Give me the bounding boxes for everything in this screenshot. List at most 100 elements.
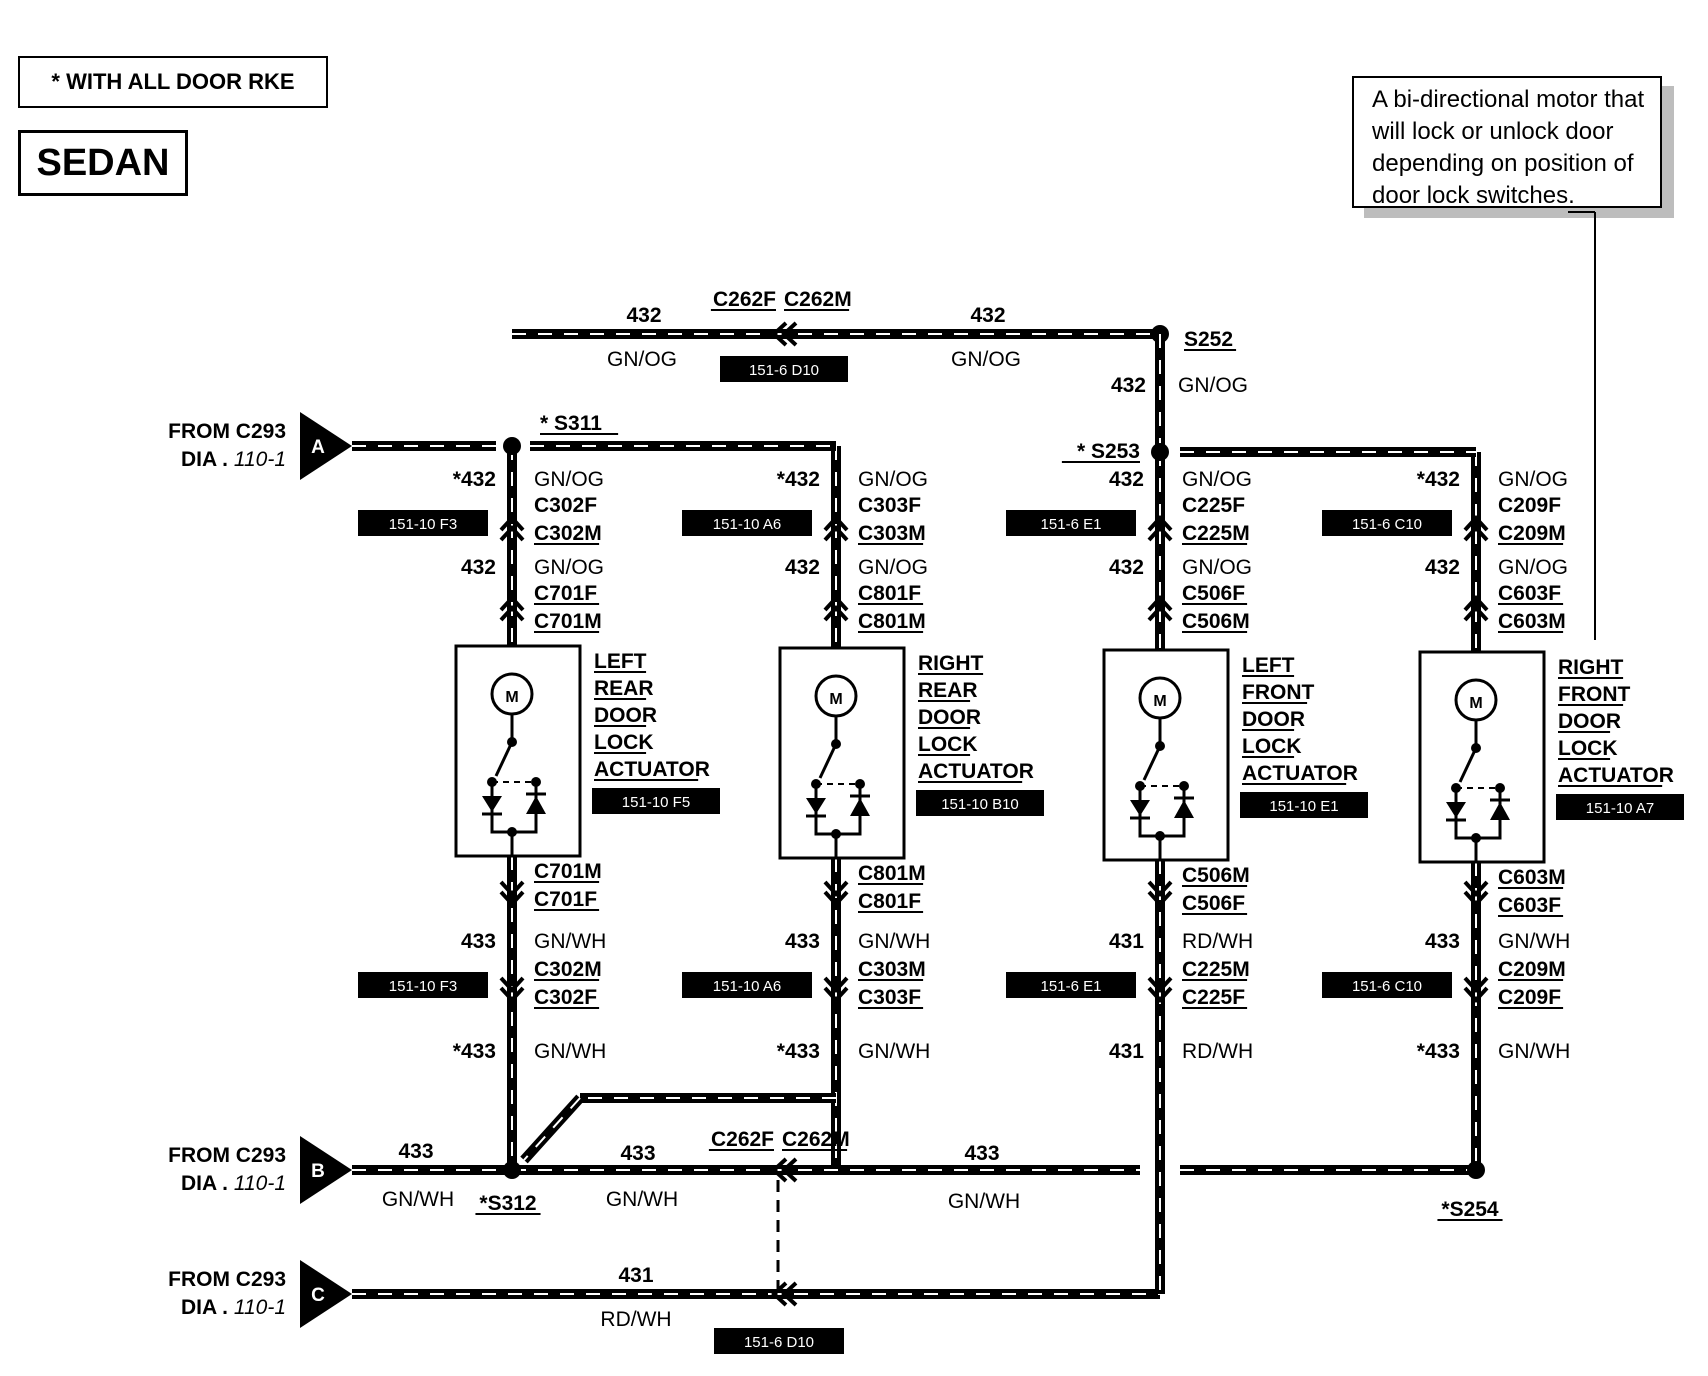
note-line-4: door lock switches. bbox=[1372, 182, 1575, 209]
actuator-4-switch-contact-right bbox=[1495, 783, 1505, 793]
actuator-2-bot-ref bbox=[682, 972, 812, 998]
actuator-3-name-4: LOCK bbox=[1242, 735, 1302, 758]
actuator-1-top-circuit: *432 bbox=[453, 468, 496, 491]
actuator-1-name-5: ACTUATOR bbox=[594, 758, 710, 781]
input-dia-a: DIA . 110-1 bbox=[181, 448, 286, 471]
actuator-3-top-color: GN/OG bbox=[1182, 468, 1252, 491]
actuator-3-top-circuit: 432 bbox=[1109, 468, 1144, 491]
c-bus-connector-b bbox=[781, 1281, 798, 1307]
actuator-1-ref-text: 151-10 F5 bbox=[622, 794, 690, 811]
actuator-3-act-conn-f: C506F bbox=[1182, 582, 1245, 605]
actuator-3-bot-connector-b bbox=[1147, 880, 1173, 897]
actuator-4-low-color: GN/WH bbox=[1498, 1040, 1570, 1063]
actuator-2-bot-connector-b bbox=[823, 880, 849, 897]
top-bus-connector-m: C262M bbox=[784, 288, 852, 311]
actuator-3-bot-connector bbox=[1147, 890, 1173, 907]
actuator-4-bot2-conn-f: C209F bbox=[1498, 986, 1561, 1009]
actuator-1-bot-conn-m: C701M bbox=[534, 860, 602, 883]
actuator-1-bot2-conn-f: C302F bbox=[534, 986, 597, 1009]
actuator-2-bot-conn-f: C801F bbox=[858, 890, 921, 913]
actuator-4-act-connector-b bbox=[1463, 605, 1489, 622]
actuator-2-name-1: RIGHT bbox=[918, 652, 984, 675]
actuator-2-top-conn-m: C303M bbox=[858, 522, 926, 545]
actuator-3-motor-letter: M bbox=[1153, 693, 1166, 710]
actuator-4-bot-conn-m: C603M bbox=[1498, 866, 1566, 889]
actuator-2-name-5: ACTUATOR bbox=[918, 760, 1034, 783]
actuator-1-switch-contact-right bbox=[531, 777, 541, 787]
actuator-2-bot2-conn-f: C303F bbox=[858, 986, 921, 1009]
actuator-2-bot2-conn-m: C303M bbox=[858, 958, 926, 981]
page-title: SEDAN bbox=[18, 130, 188, 196]
top-bus-left-circuit: 432 bbox=[626, 304, 661, 327]
actuator-1-bot2-connector-b bbox=[499, 976, 525, 993]
actuator-2-name-2: REAR bbox=[918, 679, 978, 702]
actuator-4-bot-ref-text: 151-6 C10 bbox=[1352, 978, 1422, 995]
input-dia-b: DIA . 110-1 bbox=[181, 1172, 286, 1195]
actuator-3-act-connector-b bbox=[1147, 605, 1173, 622]
actuator-3-bot-conn-f: C506F bbox=[1182, 892, 1245, 915]
s252-drop-color: GN/OG bbox=[1178, 374, 1248, 397]
actuator-4-top-conn-m: C209M bbox=[1498, 522, 1566, 545]
top-bus-ref bbox=[720, 356, 848, 382]
top-bus-left-color: GN/OG bbox=[607, 348, 677, 371]
actuator-3-bot-circuit: 431 bbox=[1109, 930, 1144, 953]
top-bus-connector-f: C262F bbox=[713, 288, 776, 311]
bottom-bus-connector-f: C262F bbox=[711, 1128, 774, 1151]
actuator-2-top-color: GN/OG bbox=[858, 468, 928, 491]
actuator-4-name-2: FRONT bbox=[1558, 683, 1630, 706]
actuator-2-mid-color: GN/OG bbox=[858, 556, 928, 579]
legend-text: * WITH ALL DOOR RKE bbox=[51, 69, 295, 94]
actuator-3-switch-contact-right bbox=[1179, 781, 1189, 791]
c-bus-ref-text: 151-6 D10 bbox=[744, 1334, 814, 1351]
top-bus-connector-b bbox=[781, 321, 798, 347]
actuator-3-ref bbox=[1240, 792, 1368, 818]
actuator-2-act-conn-m: C801M bbox=[858, 610, 926, 633]
actuator-3-name-2: FRONT bbox=[1242, 681, 1314, 704]
input-from-a: FROM C293 bbox=[168, 420, 286, 443]
actuator-2-low-circuit: *433 bbox=[777, 1040, 820, 1063]
actuator-3-switch-arm bbox=[1142, 745, 1162, 781]
actuator-3-top-conn-f: C225F bbox=[1182, 494, 1245, 517]
actuator-4-top-connector bbox=[1463, 515, 1489, 532]
s312-label: *S312 bbox=[479, 1192, 536, 1215]
actuator-3-bot-ref bbox=[1006, 972, 1136, 998]
actuator-4-top-ref-text: 151-6 C10 bbox=[1352, 516, 1422, 533]
actuator-4-act-connector bbox=[1463, 595, 1489, 612]
bottom-bus-connector-b bbox=[781, 1157, 798, 1183]
input-dia-c: DIA . 110-1 bbox=[181, 1296, 286, 1319]
actuator-3-bot2-conn-f: C225F bbox=[1182, 986, 1245, 1009]
actuator-4-top-connector-b bbox=[1463, 525, 1489, 542]
actuator-1-motor-letter: M bbox=[505, 689, 518, 706]
actuator-4-ref-text: 151-10 A7 bbox=[1586, 800, 1654, 817]
c-bus-ref bbox=[714, 1328, 844, 1354]
actuator-2-mid-circuit: 432 bbox=[785, 556, 820, 579]
bottom-bus-b-circuit: 433 bbox=[398, 1140, 433, 1163]
actuator-4-bot-connector bbox=[1463, 890, 1489, 907]
title-text: SEDAN bbox=[36, 141, 170, 184]
actuator-4-top-conn-f: C209F bbox=[1498, 494, 1561, 517]
actuator-2-motor-letter: M bbox=[829, 691, 842, 708]
actuator-1-name-1: LEFT bbox=[594, 650, 647, 673]
actuator-1-top-color: GN/OG bbox=[534, 468, 604, 491]
c-bus-color: RD/WH bbox=[600, 1308, 671, 1331]
actuator-2-name-3: DOOR bbox=[918, 706, 981, 729]
actuator-4-bot2-connector-b bbox=[1463, 976, 1489, 993]
actuator-1-ref bbox=[592, 788, 720, 814]
actuator-1-bot-circuit: 433 bbox=[461, 930, 496, 953]
actuator-2-act-conn-f: C801F bbox=[858, 582, 921, 605]
actuator-1-bot-connector-b bbox=[499, 880, 525, 897]
actuator-3-bot-ref-text: 151-6 E1 bbox=[1041, 978, 1102, 995]
actuator-2-bot-color: GN/WH bbox=[858, 930, 930, 953]
input-flag-a bbox=[300, 412, 352, 480]
actuator-4-bot-circuit: 433 bbox=[1425, 930, 1460, 953]
input-flag-b bbox=[300, 1136, 352, 1204]
top-bus-right-color: GN/OG bbox=[951, 348, 1021, 371]
actuator-3-bot2-connector bbox=[1147, 986, 1173, 1003]
note-line-1: A bi-directional motor that bbox=[1372, 86, 1645, 113]
actuator-4-act-conn-f: C603F bbox=[1498, 582, 1561, 605]
actuator-3-bot2-conn-m: C225M bbox=[1182, 958, 1250, 981]
s253-label: * S253 bbox=[1077, 440, 1140, 463]
actuator-2-ref bbox=[916, 790, 1044, 816]
input-letter-a: A bbox=[311, 437, 325, 458]
